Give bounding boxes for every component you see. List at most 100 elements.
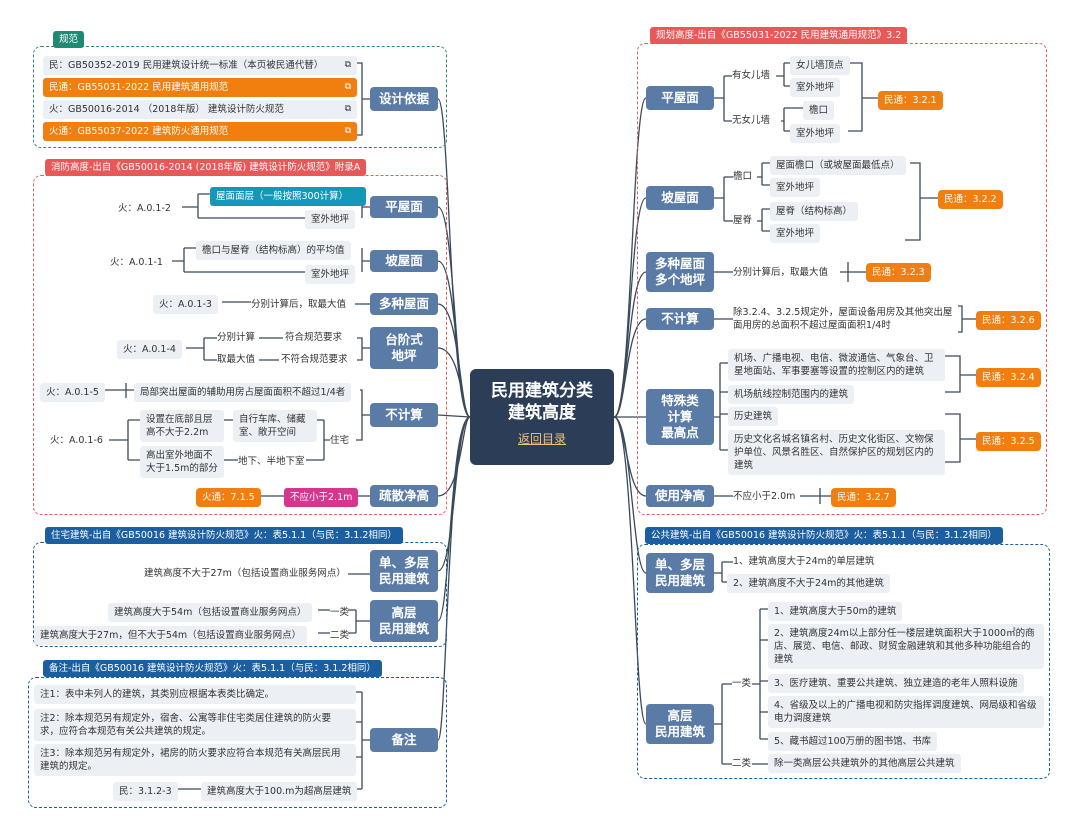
res-high-t1: 建筑高度大于54m（包括设置商业服务网点）: [108, 603, 313, 622]
norm-item-2[interactable]: 民通：GB55031-2022 民用建筑通用规范 ⧉: [43, 78, 357, 97]
plan-slope-w2a: 屋脊（结构标高）: [770, 202, 859, 221]
fire-flat-ref: 火：A.0.1-2: [118, 203, 171, 214]
fire-slope-ground: 室外地坪: [305, 265, 356, 284]
plan-flat-roof-node: 平屋面: [646, 86, 714, 110]
connector-line: [318, 609, 370, 634]
note-ref: 民：3.1.2-3: [113, 782, 178, 801]
connector-line: [437, 416, 471, 741]
pub-low-t1: 1、建筑高度大于24m的单层建筑: [733, 556, 875, 567]
fire-exclude-b: 设置在底部且层高不大于2.2m: [140, 410, 224, 442]
res-high-t2: 建筑高度大于27m，但不大于54m（包括设置商业服务网点）: [34, 626, 308, 645]
connector-line: [613, 416, 647, 574]
norm-item-1[interactable]: 民：GB50352-2019 民用建筑设计统一标准（本页被民通代替）⧉: [43, 56, 357, 75]
connector-line: [182, 193, 370, 219]
norm-item-3-label: 火：GB50016-2014 （2018年版） 建筑设计防火规范: [49, 104, 284, 115]
res-high-l1: 一类: [330, 607, 350, 618]
fire-flat-roof-node: 平屋面: [370, 196, 438, 218]
plan-slope-roof-node: 坡屋面: [646, 186, 714, 210]
fire-exclude-node: 不计算: [370, 403, 438, 427]
plan-height-tag: 规划高度-出自《GB55031-2022 民用建筑通用规范》3.2: [650, 27, 908, 44]
norms-tag: 规范: [53, 31, 85, 48]
center-title-1: 民用建筑分类: [491, 381, 593, 401]
pub-high-l1: 一类: [732, 678, 752, 689]
connector-line: [714, 162, 938, 241]
res-high-l2: 二类: [330, 630, 350, 641]
external-link-icon: ⧉: [344, 104, 351, 114]
pub-high-i5: 5、藏书超过100万册的图书馆、书库: [768, 732, 938, 751]
fire-flat-ground: 室外地坪: [305, 210, 356, 229]
connector-line: [103, 383, 370, 416]
plan-slope-w1: 檐口: [733, 171, 753, 182]
fire-exclude-ref-2: 火：A.0.1-6: [50, 435, 103, 446]
plan-multi-badge: 民通：3.2.3: [866, 263, 931, 282]
norm-item-3[interactable]: 火：GB50016-2014 （2018年版） 建筑设计防火规范 ⧉: [43, 100, 357, 119]
fire-multi-text: 分别计算后，取最大值: [251, 299, 347, 310]
res-low-node: 单、多层 民用建筑: [370, 550, 438, 592]
pub-high-i4: 4、省级及以上的广播电视和防灾指挥调度建筑、网局级和省级电力调度建筑: [768, 696, 1044, 728]
fire-exclude-res: 住宅: [330, 435, 350, 446]
pub-high-i1: 1、建筑高度大于50m的建筑: [768, 602, 903, 621]
norms-frame: [33, 46, 447, 148]
fire-step-b1: 取最大值: [217, 354, 256, 365]
plan-slope-w1a: 屋面檐口（或坡屋面最低点）: [770, 156, 906, 175]
center-node: 民用建筑分类 建筑高度 返回目录: [470, 369, 614, 465]
notes-tag: 备注-出自《GB50016 建筑设计防火规范》火：表5.1.1（与民：3.1.2…: [43, 660, 382, 677]
fire-exclude-c: 高出室外地面不大于1.5m的部分: [140, 446, 224, 478]
plan-clear-text: 不应小于2.0m: [733, 491, 796, 502]
fire-exclude-b2: 自行车库、储藏室、敞开空间: [233, 410, 317, 442]
plan-flat-w2b: 室外地坪: [790, 124, 841, 143]
connector-line: [175, 691, 370, 790]
connector-line: [714, 305, 976, 333]
pub-low-t2: 2、建筑高度不大于24m的其他建筑: [727, 574, 890, 593]
connector-line: [437, 347, 471, 418]
public-frame: [637, 544, 1050, 779]
plan-flat-w1a: 女儿墙顶点: [790, 56, 850, 75]
plan-flat-badge: 民通：3.2.1: [878, 91, 943, 110]
fire-slope-ref: 火：A.0.1-1: [110, 257, 163, 268]
plan-slope-w2: 屋脊: [733, 215, 753, 226]
connector-line: [437, 416, 471, 572]
connector-line: [222, 301, 370, 305]
fire-step-ground-node: 台阶式 地坪: [370, 327, 438, 369]
plan-flat-w1: 有女儿墙: [732, 70, 771, 81]
note-4: 建筑高度大于100.m为超高层建筑: [201, 782, 358, 801]
note-1: 注1：表中未列人的建筑，其类别应根据本表类比确定。: [34, 685, 356, 704]
center-title-2: 建筑高度: [508, 403, 576, 423]
connector-line: [714, 488, 831, 504]
res-high-node: 高层 民用建筑: [370, 600, 438, 642]
note-2: 注2：除本规范另有规定外，宿舍、公寓等非住宅类居住建筑的防火要求，应符合本规范有…: [34, 709, 356, 741]
connector-line: [714, 355, 976, 463]
plan-exclude-badge: 民通：3.2.6: [976, 311, 1041, 330]
plan-special-b: 机场航线控制范围内的建筑: [728, 385, 855, 404]
pub-high-i6: 除一类高层公共建筑外的其他高层公共建筑: [768, 754, 961, 773]
fire-step-a2: 符合规范要求: [285, 332, 343, 343]
plan-clear-node: 使用净高: [646, 485, 714, 507]
fire-step-ref: 火：A.0.1-4: [117, 340, 182, 359]
norm-item-4[interactable]: 火通：GB55037-2022 建筑防火通用规范⧉: [43, 122, 357, 141]
res-low-text: 建筑高度不大于27m（包括设置商业服务网点）: [144, 568, 346, 579]
back-to-toc-link[interactable]: 返回目录: [517, 432, 566, 446]
design-basis-node: 设计依据: [370, 87, 438, 111]
notes-node: 备注: [370, 728, 438, 752]
connector-line: [186, 337, 370, 361]
pub-low-node: 单、多层 民用建筑: [646, 553, 714, 593]
fire-evac-node: 疏散净高: [370, 485, 438, 507]
pub-high-node: 高层 民用建筑: [646, 704, 714, 744]
norm-item-2-label: 民通：GB55031-2022 民用建筑通用规范: [49, 82, 229, 93]
pub-high-i3: 3、医疗建筑、重要公共建筑、独立建造的老年人照料设施: [768, 674, 1024, 693]
fire-step-b2: 不符合规范要求: [281, 354, 348, 365]
plan-flat-w2a: 檐口: [803, 101, 835, 120]
external-link-icon: ⧉: [344, 82, 351, 92]
fire-multi-ref: 火：A.0.1-3: [153, 295, 218, 314]
note-3: 注3：除本规范另有规定外，裙房的防火要求应符合本规范有关高层民用建筑的规定。: [34, 744, 356, 776]
plan-slope-w2b: 室外地坪: [770, 224, 821, 243]
connector-line: [613, 416, 647, 725]
connector-line: [613, 318, 647, 418]
connector-line: [714, 262, 866, 282]
external-link-icon: ⧉: [344, 60, 351, 70]
connector-line: [172, 247, 370, 273]
fire-slope-roof-node: 坡屋面: [370, 250, 438, 272]
pub-high-i2: 2、建筑高度24m以上部分任一楼层建筑面积大于1000㎡的商店、展览、电信、邮政…: [768, 624, 1044, 669]
plan-special-a: 机场、广播电视、电信、微波通信、气象台、卫星地面站、军事要塞等设置的控制区内的建…: [728, 349, 945, 381]
plan-exclude-node: 不计算: [646, 308, 714, 330]
